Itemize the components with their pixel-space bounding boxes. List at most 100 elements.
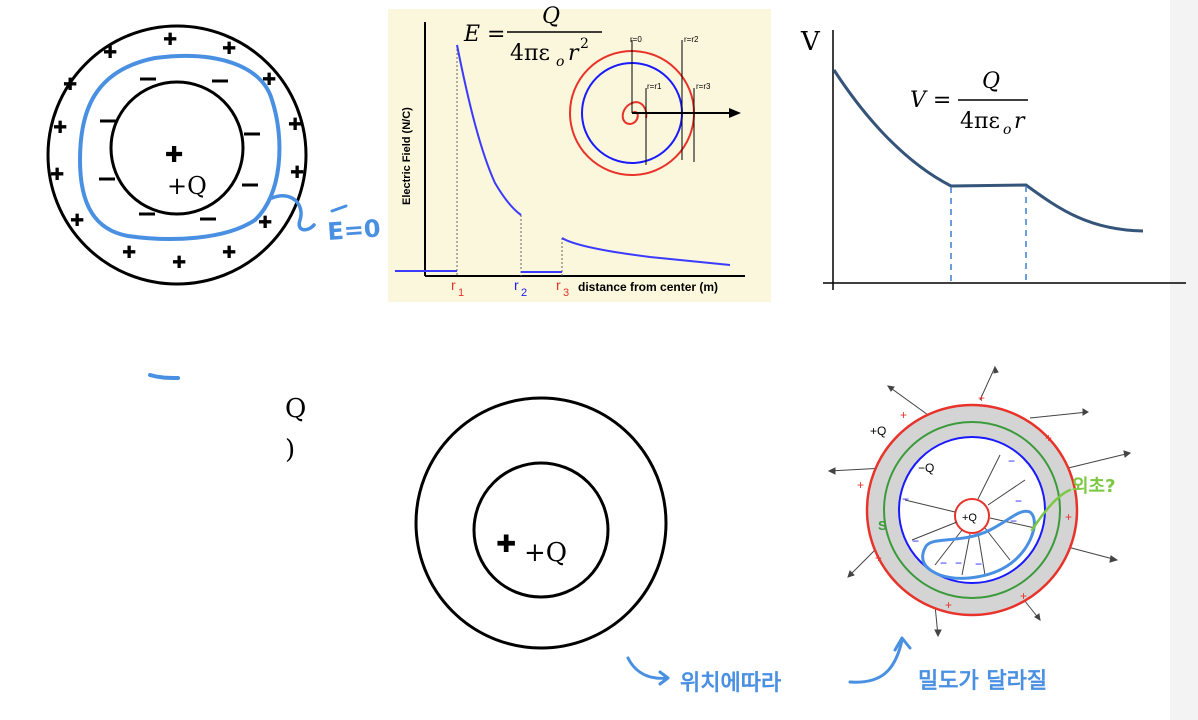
fig5-hand-note: 외초? xyxy=(1072,476,1116,497)
fig2-inset-r1: r=r1 xyxy=(647,82,662,91)
note-right-arrow xyxy=(848,636,912,684)
note-left: 위치에따라 xyxy=(680,671,782,696)
fig2-xlabel: distance from center (m) xyxy=(578,280,718,294)
fig3-formula-num: Q xyxy=(982,69,1000,94)
fig2-formula-num: Q xyxy=(542,4,560,29)
svg-text:−: − xyxy=(912,534,919,548)
fig5-field-lines-shell: +Q +Q −Q S + + + + + + + + xyxy=(827,365,1132,638)
fig2-inset-arrowhead xyxy=(729,108,741,118)
fig2-ticks: r 1 r 2 r 3 xyxy=(451,277,569,299)
fig4-center-plus: ✚ xyxy=(496,530,516,558)
svg-text:−: − xyxy=(955,556,962,570)
fig2-formula-den-sub: o xyxy=(556,54,564,70)
fig2-formula-lhs: E = xyxy=(463,22,506,47)
fig5-gaussian-s xyxy=(883,421,1061,599)
fig2-tick-r1-sub: 1 xyxy=(458,287,464,299)
fig1-inner-minus-charges xyxy=(99,77,260,221)
outer-plus: ✚ xyxy=(290,163,304,183)
fig1-annotation: E=0 xyxy=(326,214,381,246)
fig2-tick-r3-sub: 3 xyxy=(563,287,569,299)
side-scroll-strip xyxy=(1170,0,1198,720)
fig2-formula: E = Q 4πε o r 2 xyxy=(463,4,602,70)
fig2-efield-plot: Electric Field (N/C) distance from cente… xyxy=(388,4,771,302)
outer-plus: ✚ xyxy=(122,243,136,263)
svg-text:+: + xyxy=(945,598,952,612)
fig3-axis-label: V xyxy=(800,27,821,57)
fig4-text-q: Q xyxy=(285,394,306,424)
fig4-outer-circle xyxy=(414,396,668,650)
fig2-formula-den-sup: 2 xyxy=(580,36,589,52)
fig2-formula-den: 4πε xyxy=(510,41,550,66)
fig2-inset-r0: r=0 xyxy=(630,35,642,44)
fig4-plain-shell: Q ) ✚ +Q xyxy=(285,394,668,650)
note-right: 밀도가 달라질 xyxy=(918,669,1047,694)
outer-plus: ✚ xyxy=(258,213,272,233)
fig5-surface-label: S xyxy=(878,518,887,533)
fig2-inset: r=0 r=r2 r=r1 r=r3 xyxy=(569,35,741,176)
bottom-notes: 위치에따라 밀도가 달라질 xyxy=(626,636,1047,696)
fig2-inset-r2: r=r2 xyxy=(684,35,699,44)
fig2-formula-den-r: r xyxy=(568,41,580,66)
svg-text:+: + xyxy=(1020,589,1027,603)
fig1-hand-gaussian-loop xyxy=(78,53,282,241)
fig1-center-plus: ✚ xyxy=(165,143,183,168)
fig1-charged-shell: ✚ +Q ✚ ✚ ✚ ✚ ✚ ✚ ✚ ✚ ✚ ✚ ✚ ✚ ✚ ✚ xyxy=(46,24,381,286)
stray-hand-mark xyxy=(148,373,180,380)
fig1-hand-pointer xyxy=(270,194,316,232)
fig3-v-curve xyxy=(832,69,1144,233)
fig3-formula-den: 4πε xyxy=(960,109,1000,134)
outer-plus: ✚ xyxy=(50,165,64,185)
fig5-inner-minus-charges: − − − − − − − − xyxy=(902,454,1022,571)
fig3-formula-lhs: V = xyxy=(910,88,951,113)
outer-plus: ✚ xyxy=(63,75,77,95)
fig3-formula-den-sub: o xyxy=(1003,122,1011,138)
svg-text:−: − xyxy=(902,492,909,506)
svg-text:−: − xyxy=(940,556,947,570)
fig2-tick-r1: r xyxy=(451,277,456,293)
fig3-formula-den-r: r xyxy=(1014,109,1026,134)
fig4-center-label: +Q xyxy=(524,538,567,568)
outer-plus: ✚ xyxy=(288,115,302,135)
fig4-inner-circle xyxy=(472,461,610,599)
note-left-arrow xyxy=(626,656,670,686)
outer-plus: ✚ xyxy=(222,39,236,59)
fig2-tick-r2: r xyxy=(514,277,519,293)
svg-text:−: − xyxy=(1008,454,1015,468)
fig5-outer-label: +Q xyxy=(870,424,886,438)
svg-text:−: − xyxy=(1010,514,1017,528)
fig1-center-label: +Q xyxy=(167,172,207,200)
fig5-outer-plus-charges: + + + + + + + + xyxy=(857,391,1072,612)
outer-plus: ✚ xyxy=(163,30,177,50)
outer-plus: ✚ xyxy=(172,253,186,273)
fig2-inset-spiral xyxy=(621,101,648,126)
outer-plus: ✚ xyxy=(53,118,67,138)
fig1-outer-circle xyxy=(46,24,308,286)
svg-text:+: + xyxy=(857,478,864,492)
fig5-hand-green-pointer xyxy=(1030,488,1072,532)
fig5-center-label: +Q xyxy=(962,512,977,524)
fig2-e-outside xyxy=(561,237,731,266)
fig1-inner-circle xyxy=(109,80,245,216)
fig2-panel xyxy=(388,9,771,302)
fig2-ylabel: Electric Field (N/C) xyxy=(401,107,413,205)
fig2-tick-r3: r xyxy=(556,277,561,293)
fig5-inner-shell-label: −Q xyxy=(918,461,934,475)
fig3-potential-plot: V V = Q 4πε o r xyxy=(800,27,1186,290)
svg-text:+: + xyxy=(1045,431,1052,445)
fig5-center-charge xyxy=(954,498,990,534)
fig5-inner-field-lines xyxy=(904,454,1036,576)
svg-text:+: + xyxy=(875,551,882,565)
svg-text:+: + xyxy=(978,391,985,405)
svg-text:+: + xyxy=(1065,510,1072,524)
outer-plus: ✚ xyxy=(70,211,84,231)
fig2-e-gap1 xyxy=(456,44,522,216)
svg-text:−: − xyxy=(1015,494,1022,508)
svg-text:+: + xyxy=(900,408,907,422)
fig1-annotation-arrow-mark xyxy=(330,204,348,213)
fig5-hand-blue-loop xyxy=(921,509,1036,580)
outer-plus: ✚ xyxy=(222,243,236,263)
fig4-text-paren: ) xyxy=(285,435,295,465)
fig3-formula: V = Q 4πε o r xyxy=(910,69,1028,138)
fig2-tick-r2-sub: 2 xyxy=(521,287,527,299)
